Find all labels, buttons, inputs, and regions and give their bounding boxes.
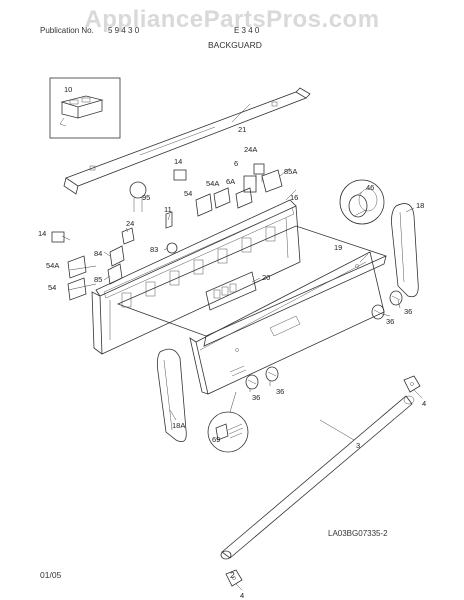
callout-18: 18 xyxy=(416,201,424,210)
callout-54-left: 54 xyxy=(48,283,56,292)
publication-number: 5 9 4 3 0 xyxy=(108,26,140,35)
relay-54A-left xyxy=(67,255,87,279)
relay-54-top xyxy=(195,193,213,217)
relay-54A-top xyxy=(213,187,231,209)
callout-36-c: 36 xyxy=(276,387,284,396)
callout-labels: 10 21 14 24A 6 85A 95 54 54A 6A 16 46 18… xyxy=(38,85,426,600)
side-panel-18A xyxy=(156,348,187,443)
callout-4-bottom: 4 xyxy=(240,591,244,600)
backguard-frame-16 xyxy=(91,199,301,355)
knob-36-d xyxy=(245,374,259,390)
top-trim-21 xyxy=(63,87,311,195)
handle-rod-3 xyxy=(220,395,415,560)
relay-85 xyxy=(107,263,123,285)
callout-16: 16 xyxy=(290,193,298,202)
callout-54-top: 54 xyxy=(184,189,192,198)
relay-84 xyxy=(109,245,125,267)
relay-6 xyxy=(243,175,257,193)
section-title: BACKGUARD xyxy=(208,40,262,50)
footer-date: 01/05 xyxy=(40,570,62,580)
callout-36-d: 36 xyxy=(252,393,260,402)
publication-label: Publication No. xyxy=(40,26,94,35)
callout-6: 6 xyxy=(234,159,238,168)
callout-14-left: 14 xyxy=(38,229,46,238)
callout-46: 46 xyxy=(366,183,374,192)
callout-6A: 6A xyxy=(226,177,235,186)
callout-36-a: 36 xyxy=(404,307,412,316)
relay-54-left xyxy=(67,277,87,301)
relay-85A xyxy=(261,169,283,193)
callout-84: 84 xyxy=(94,249,102,258)
callout-54A-left: 54A xyxy=(46,261,59,270)
callout-36-b: 36 xyxy=(386,317,394,326)
callout-85A: 85A xyxy=(284,167,297,176)
end-cap-4-top xyxy=(403,375,421,393)
callout-20: 20 xyxy=(262,273,270,282)
end-cap-4-bottom xyxy=(225,569,243,587)
control-panel-19 xyxy=(189,251,385,395)
callout-69: 69 xyxy=(212,435,220,444)
callout-24: 24 xyxy=(126,219,134,228)
side-panel-18 xyxy=(391,203,419,298)
callout-3: 3 xyxy=(356,441,360,450)
connector-24 xyxy=(121,227,135,245)
knob-36-a xyxy=(389,290,403,306)
callout-85: 85 xyxy=(94,275,102,284)
inset-box-10 xyxy=(49,77,121,139)
switch-14-top xyxy=(173,169,187,181)
callout-11: 11 xyxy=(164,205,172,214)
leader-lines xyxy=(61,103,423,591)
knob-36-b xyxy=(371,304,385,320)
footer-page-number: 2 xyxy=(230,570,235,580)
control-board-shelf xyxy=(116,225,388,347)
switch-14-left xyxy=(51,231,65,243)
callout-83: 83 xyxy=(150,245,158,254)
watermark: AppliancePartsPros.com xyxy=(84,6,380,33)
thermostat-95 xyxy=(129,181,147,212)
grommet-83 xyxy=(166,242,178,254)
callout-54A-top: 54A xyxy=(206,179,219,188)
callout-24A: 24A xyxy=(244,145,257,154)
callout-10: 10 xyxy=(64,85,72,94)
callout-21: 21 xyxy=(238,125,246,134)
display-20 xyxy=(205,271,257,311)
diagram-code: LA03BG07335-2 xyxy=(328,529,388,538)
callout-14-top: 14 xyxy=(174,157,182,166)
callout-19: 19 xyxy=(334,243,342,252)
callout-18A: 18A xyxy=(172,421,185,430)
callout-95: 95 xyxy=(142,193,150,202)
screw-inset-69 xyxy=(207,391,249,453)
relay-6A xyxy=(235,187,253,209)
knob-36-c xyxy=(265,366,279,382)
model-number: E 3 4 0 xyxy=(234,26,260,35)
knob-inset-46 xyxy=(339,179,385,225)
clip-11 xyxy=(165,211,173,229)
callout-4-top: 4 xyxy=(422,399,426,408)
